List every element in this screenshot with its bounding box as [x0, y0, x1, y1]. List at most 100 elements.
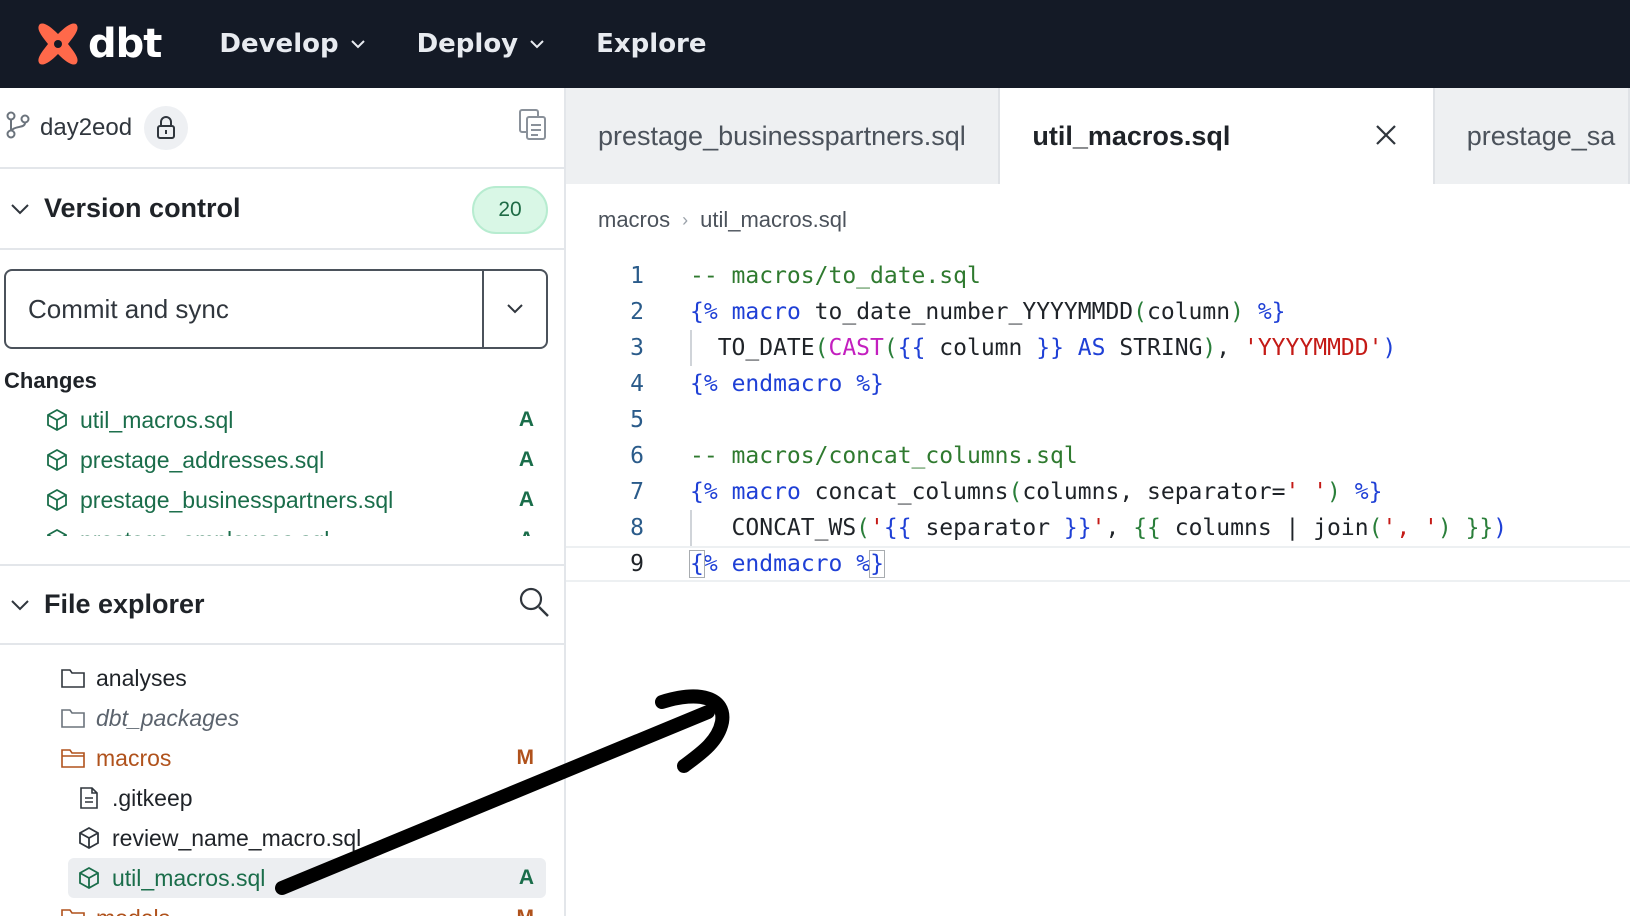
folder-name: dbt_packages [96, 704, 240, 731]
folder-name: macros [96, 744, 172, 771]
search-files-button[interactable] [518, 586, 550, 623]
tree-item-dbt-packages[interactable]: dbt_packages [0, 698, 564, 738]
main-nav: Develop Deploy Explore [219, 0, 758, 88]
dbt-logo-text: dbt [88, 21, 162, 67]
status-badge: A [518, 448, 534, 471]
list-item[interactable]: prestage_employees.sql A [0, 520, 564, 537]
copy-button[interactable] [518, 108, 548, 147]
line-number: 8 [630, 515, 644, 541]
code-line: 8 CONCAT_WS('{{ separator }}', {{ column… [566, 510, 1630, 546]
line-number: 4 [630, 371, 644, 397]
code-text: {% macro concat_columns(columns, separat… [690, 479, 1383, 505]
line-number: 7 [630, 479, 644, 505]
file-name: prestage_employees.sql [80, 527, 329, 537]
nav-develop[interactable]: Develop [219, 29, 365, 59]
code-line: 2 {% macro to_date_number_YYYYMMDD(column… [566, 294, 1630, 330]
chevron-down-icon [350, 39, 365, 49]
status-badge: M [517, 906, 535, 916]
tab-prestage-businesspartners[interactable]: prestage_businesspartners.sql [566, 88, 1001, 184]
nav-deploy-label: Deploy [416, 29, 519, 59]
breadcrumb-item-macros[interactable]: macros [598, 207, 671, 232]
dbt-logo-icon [38, 23, 78, 65]
tab-label: prestage_sa [1466, 120, 1616, 151]
folder-name: analyses [96, 664, 187, 691]
status-badge: A [518, 408, 534, 431]
code-line: 6 -- macros/concat_columns.sql [566, 438, 1630, 474]
tab-label: prestage_businesspartners.sql [598, 120, 966, 151]
nav-develop-label: Develop [219, 29, 339, 59]
branch-row: day2eod [0, 88, 564, 169]
changes-label: Changes [4, 368, 97, 393]
breadcrumb: macros › util_macros.sql [598, 200, 847, 240]
tree-item-analyses[interactable]: analyses [0, 658, 564, 698]
folder-name: models [96, 905, 170, 916]
top-navigation-bar: dbt Develop Deploy Explore [0, 0, 1630, 88]
line-number: 5 [630, 407, 644, 433]
code-text: {% endmacro %} [689, 550, 885, 578]
changes-count-badge: 20 [472, 186, 548, 234]
tree-item-macros[interactable]: macros M [0, 738, 564, 778]
folder-icon [58, 907, 88, 916]
breadcrumb-item-file[interactable]: util_macros.sql [700, 207, 847, 232]
branch-name[interactable]: day2eod [40, 113, 133, 141]
code-text: {% endmacro %} [690, 371, 884, 397]
close-tab-button[interactable] [1375, 122, 1397, 153]
tab-label: util_macros.sql [1032, 120, 1231, 151]
chevron-right-icon: › [682, 209, 689, 230]
commit-options-dropdown[interactable] [484, 271, 546, 347]
line-number: 2 [630, 299, 644, 325]
nav-explore-label: Explore [596, 29, 707, 59]
status-badge: A [518, 866, 534, 889]
code-text: -- macros/to_date.sql [690, 263, 981, 289]
code-text: {% macro to_date_number_YYYYMMDD(column)… [690, 299, 1286, 325]
tree-item-review-name-macro[interactable]: review_name_macro.sql [0, 818, 564, 858]
file-name: prestage_businesspartners.sql [80, 486, 394, 513]
commit-and-sync-button[interactable]: Commit and sync [6, 271, 484, 347]
folder-open-icon [58, 747, 88, 769]
version-control-header[interactable]: Version control 20 [0, 169, 564, 250]
close-icon [1375, 125, 1396, 145]
line-number: 6 [630, 443, 644, 469]
file-name: util_macros.sql [112, 864, 266, 891]
file-tree: analyses dbt_packages macros M .gitkeep … [0, 658, 564, 916]
model-cube-icon [42, 488, 72, 512]
editor-tabs: prestage_businesspartners.sql util_macro… [566, 88, 1630, 184]
status-badge: M [516, 746, 535, 769]
list-item[interactable]: util_macros.sql A [0, 400, 564, 440]
chevron-down-icon [530, 39, 544, 49]
commit-button-group: Commit and sync [4, 269, 548, 349]
list-item[interactable]: prestage_addresses.sql A [0, 440, 564, 480]
changes-list: util_macros.sql A prestage_addresses.sql… [0, 400, 564, 537]
file-explorer-title: File explorer [44, 589, 205, 619]
file-name: review_name_macro.sql [112, 824, 362, 851]
code-line-current: 9 {% endmacro %} [566, 546, 1630, 582]
file-icon [74, 786, 104, 810]
file-explorer-header[interactable]: File explorer [0, 564, 564, 645]
code-editor[interactable]: 1 -- macros/to_date.sql 2 {% macro to_date… [566, 258, 1630, 582]
folder-icon [58, 707, 88, 729]
lock-branch-button[interactable] [144, 105, 189, 150]
file-name: .gitkeep [112, 784, 193, 811]
code-text: -- macros/concat_columns.sql [690, 443, 1078, 469]
file-name: util_macros.sql [80, 406, 234, 433]
tree-item-gitkeep[interactable]: .gitkeep [0, 778, 564, 818]
line-number: 9 [630, 551, 644, 577]
tree-item-models[interactable]: models M [0, 898, 564, 916]
line-number: 1 [630, 263, 644, 289]
tree-item-util-macros[interactable]: util_macros.sql A [68, 858, 546, 898]
code-line: 7 {% macro concat_columns(columns, separa… [566, 474, 1630, 510]
code-line: 1 -- macros/to_date.sql [566, 258, 1630, 294]
nav-deploy[interactable]: Deploy [417, 29, 545, 59]
chevron-down-icon [507, 304, 523, 314]
model-cube-icon [42, 408, 72, 432]
list-item[interactable]: prestage_businesspartners.sql A [0, 480, 564, 520]
dbt-logo[interactable]: dbt [34, 0, 162, 88]
search-icon [519, 587, 549, 617]
tab-util-macros[interactable]: util_macros.sql [1000, 88, 1435, 184]
tab-prestage-sa[interactable]: prestage_sa [1434, 88, 1630, 184]
nav-explore[interactable]: Explore [596, 29, 706, 59]
indent-guide [690, 510, 692, 546]
code-text: TO_DATE(CAST({{ column }} AS STRING), 'Y… [690, 335, 1397, 361]
git-branch-icon [6, 111, 30, 144]
file-name: prestage_addresses.sql [80, 446, 325, 473]
